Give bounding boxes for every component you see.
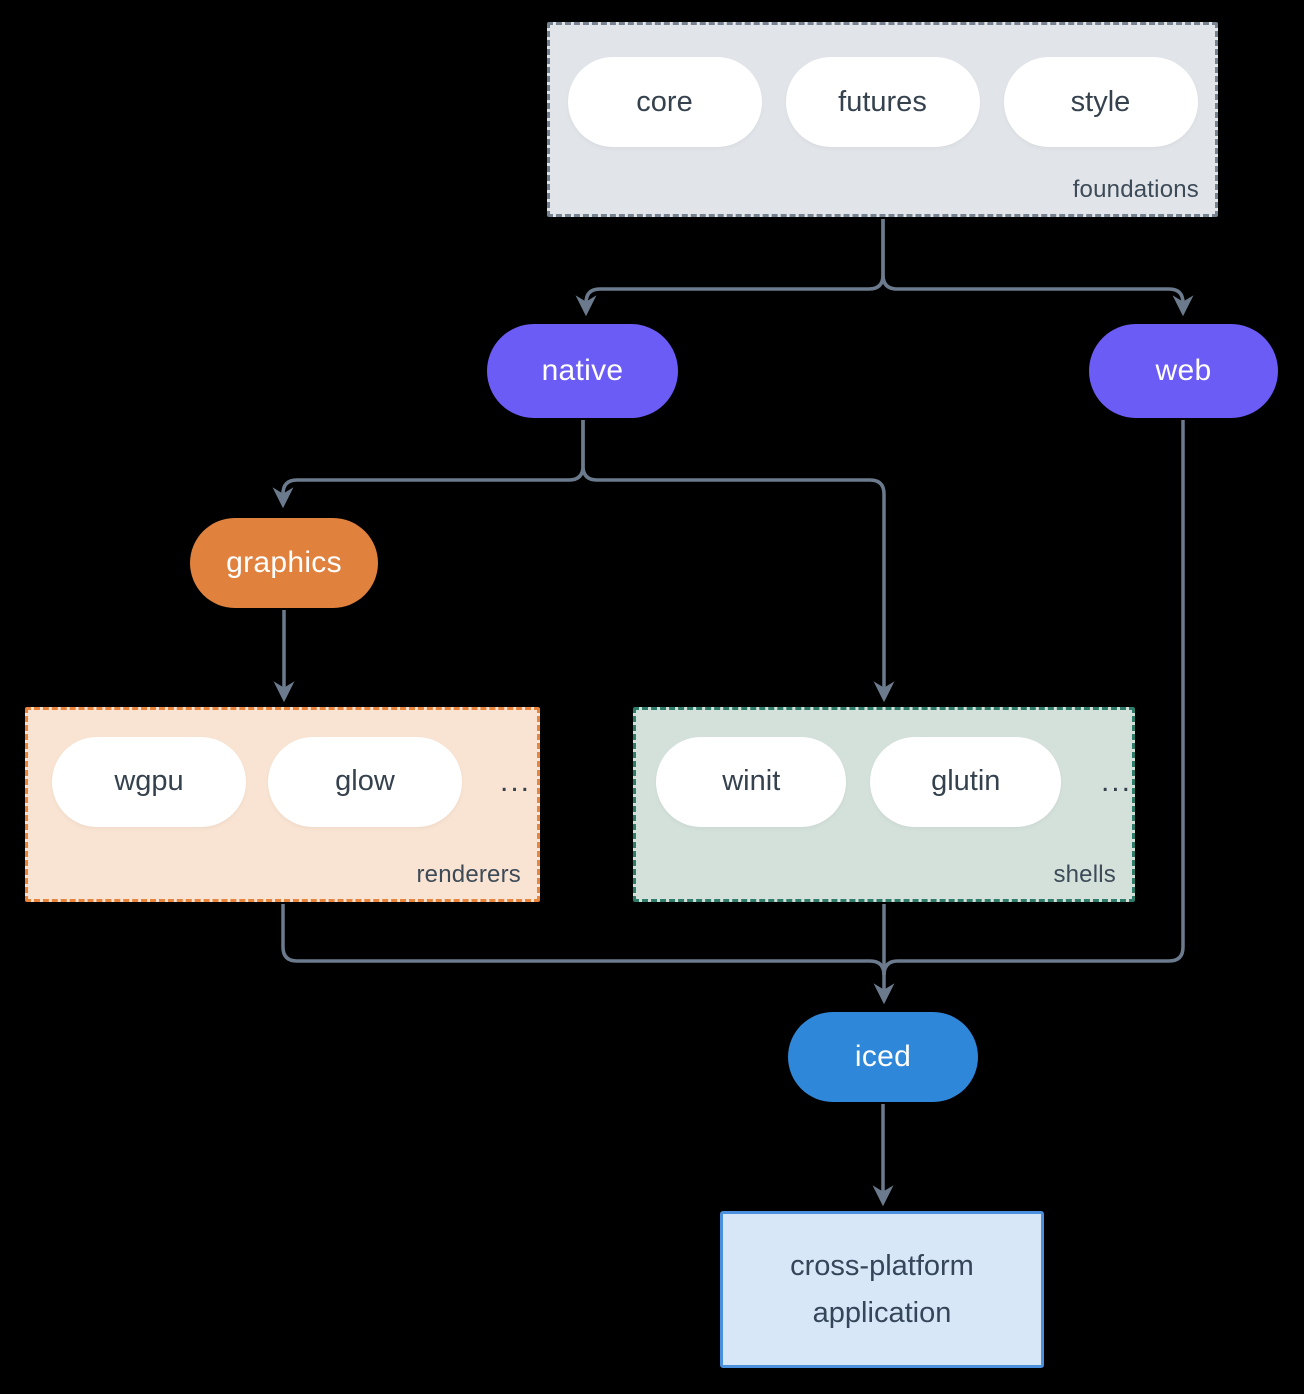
- node-glutin-label: glutin: [931, 765, 1001, 797]
- node-style-label: style: [1070, 85, 1131, 118]
- node-web-label: web: [1155, 354, 1212, 387]
- application-box-label: cross-platform application: [790, 1250, 974, 1329]
- node-futures-label: futures: [838, 85, 927, 118]
- node-glow: glow: [268, 736, 462, 827]
- node-glow-label: glow: [335, 765, 395, 797]
- node-graphics-label: graphics: [226, 546, 342, 579]
- node-futures: futures: [785, 57, 980, 147]
- node-style: style: [1003, 57, 1198, 147]
- node-winit-label: winit: [722, 765, 781, 797]
- node-core: core: [567, 57, 762, 147]
- renderers-group: wgpu glow ... renderers: [25, 707, 540, 902]
- node-wgpu-label: wgpu: [114, 765, 184, 797]
- connector-native-graphics: [272, 420, 585, 509]
- node-winit: winit: [656, 736, 847, 827]
- node-native-label: native: [541, 354, 624, 387]
- node-iced: iced: [788, 1012, 978, 1102]
- connector-foundations-native: [575, 219, 885, 317]
- foundations-group: core futures style foundations: [547, 22, 1218, 217]
- application-box: cross-platform application: [720, 1211, 1044, 1368]
- node-native: native: [487, 324, 678, 418]
- node-graphics: graphics: [190, 518, 378, 608]
- foundations-group-label: foundations: [1072, 176, 1199, 203]
- shells-ellipsis: ...: [1100, 764, 1132, 798]
- node-iced-label: iced: [854, 1040, 912, 1073]
- renderers-ellipsis: ...: [500, 764, 532, 798]
- node-wgpu: wgpu: [52, 736, 246, 827]
- node-core-label: core: [636, 85, 693, 118]
- connector-renderers-iced: [281, 904, 886, 976]
- node-web: web: [1089, 324, 1278, 418]
- connector-foundations-web: [881, 219, 1194, 317]
- renderers-group-label: renderers: [416, 861, 521, 888]
- node-glutin: glutin: [870, 736, 1061, 827]
- shells-group-label: shells: [1053, 861, 1116, 888]
- shells-group: winit glutin ... shells: [633, 707, 1135, 902]
- connector-native-shells: [581, 420, 895, 703]
